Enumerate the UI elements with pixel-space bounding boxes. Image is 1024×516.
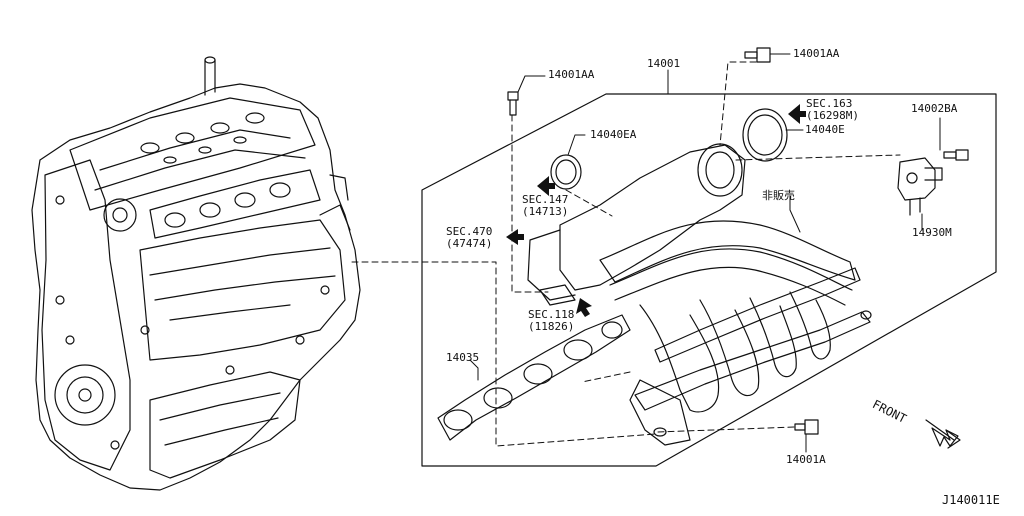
arrow-sec470 [506,229,524,245]
part-label-14001: 14001 [647,57,681,70]
gasket-14035 [437,314,631,441]
section-ref-470: SEC.470 (47474) [446,226,492,250]
assembly-box-outline [421,93,997,467]
engine-assembly-illustration [31,56,361,491]
intake-manifold-illustration [527,143,872,446]
part-label-14001a: 14001A [786,453,826,466]
bolt-14002ba [943,149,969,161]
section-ref-118-title: SEC.118 [528,308,575,321]
valve-14930m [897,157,943,216]
arrow-sec163 [788,104,806,124]
part-label-14001aa-right: 14001AA [793,47,840,60]
part-label-14035: 14035 [446,351,480,364]
arrow-sec147 [537,176,555,196]
not-sold-label: 非販売 [762,189,795,202]
section-ref-118-code: (11826) [528,320,575,333]
part-label-14002ba: 14002BA [911,102,958,115]
section-ref-147-title: SEC.147 [522,193,569,206]
part-label-14040ea: 14040EA [590,128,637,141]
section-ref-147: SEC.147 (14713) [522,194,568,218]
section-ref-147-code: (14713) [522,205,569,218]
section-ref-470-code: (47474) [446,237,493,250]
section-ref-118: SEC.118 (11826) [528,309,574,333]
section-ref-163-title: SEC.163 [806,97,853,110]
part-label-14001aa-left: 14001AA [548,68,595,81]
gasket-14040ea [550,154,582,190]
bolt-14001aa-right [744,47,771,63]
part-label-14930m: 14930M [912,226,952,239]
front-arrow [925,419,961,449]
bolt-14001aa-left [507,91,519,116]
section-ref-163-code: (16298M) [806,109,859,122]
section-ref-163: SEC.163 (16298M) [806,98,859,122]
section-ref-470-title: SEC.470 [446,225,493,238]
arrow-sec118 [576,298,592,317]
part-label-14040e: 14040E [805,123,845,136]
bolt-14001a [794,419,819,435]
diagram-id: J140011E [942,493,1000,507]
gasket-14040e [742,108,788,162]
